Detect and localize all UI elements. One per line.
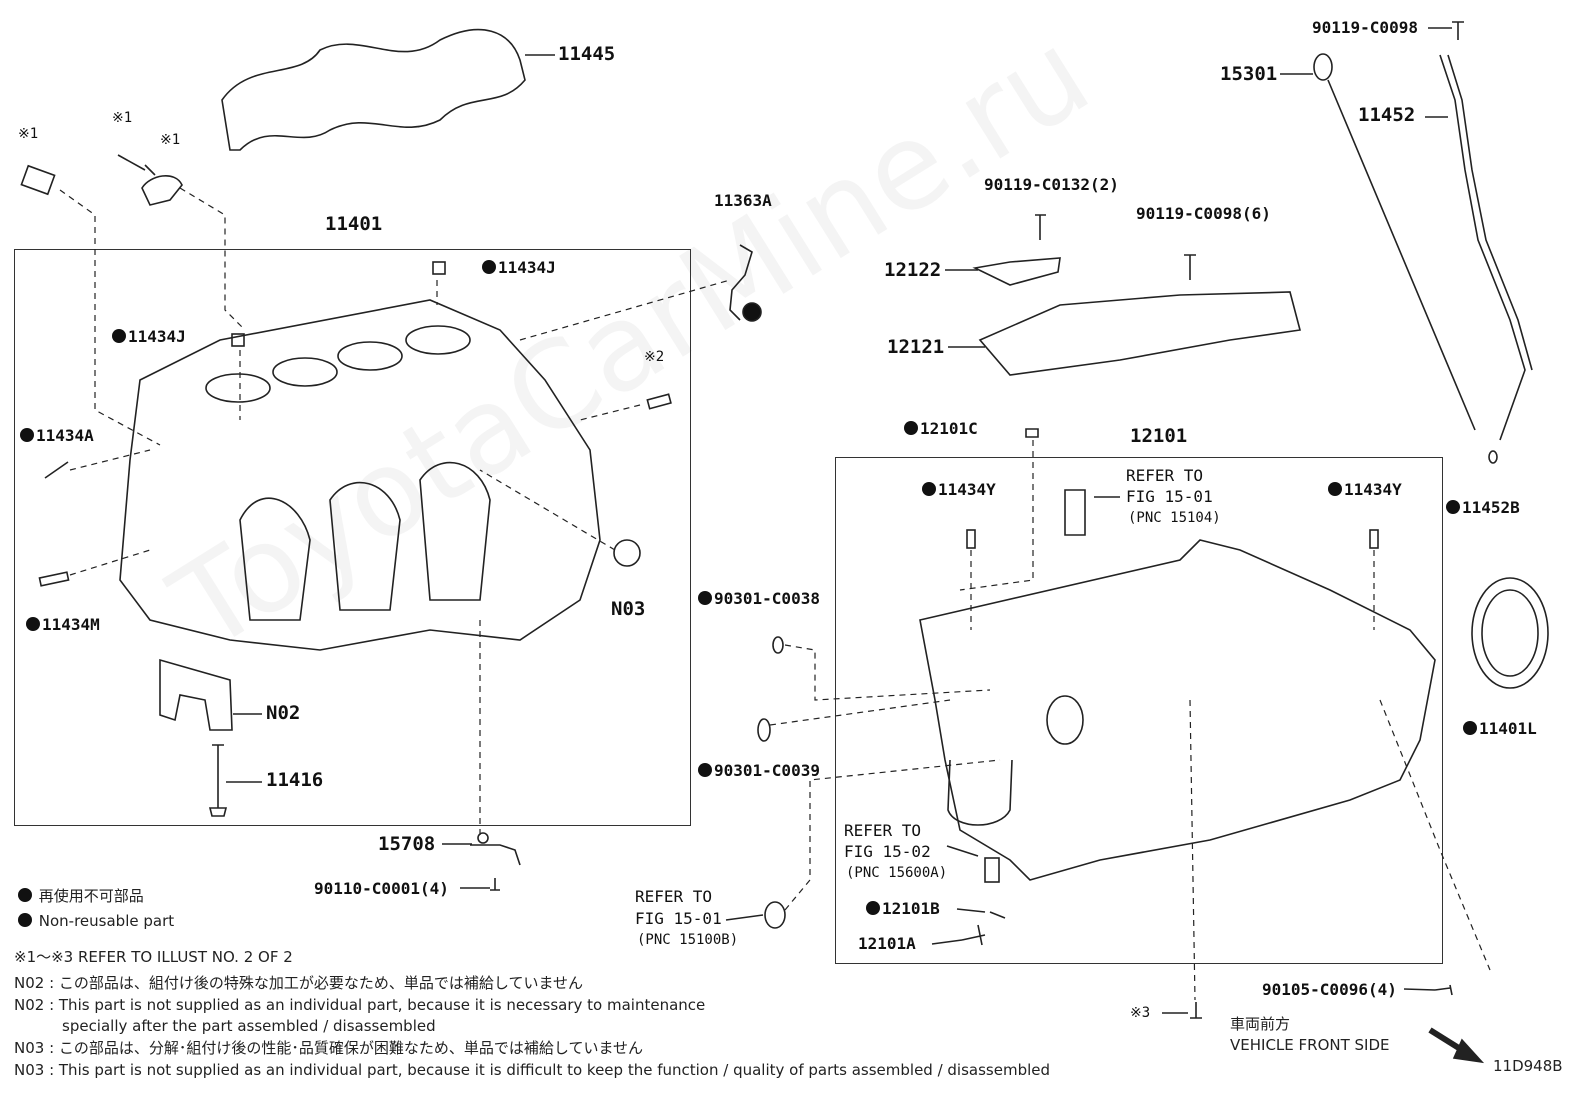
note-refer-illust: ※1～※3 REFER TO ILLUST NO. 2 OF 2	[14, 948, 293, 966]
label-15301: 15301	[1220, 63, 1278, 85]
label-n03: N03	[611, 598, 646, 620]
sensor-clip-drawing	[729, 244, 753, 321]
bracket-12122-drawing	[972, 257, 1061, 286]
oil-level-gauge-drawing	[1327, 79, 1476, 431]
nonreusable-dot-icon	[20, 428, 34, 442]
nonreusable-dot-icon	[866, 901, 880, 915]
label-90119-c0098-6: 90119-C0098(6)	[1136, 204, 1271, 223]
refer-to-15600a-line1: REFER TO	[844, 821, 922, 840]
legend-nonreusable-jp: 再使用不可部品	[18, 888, 144, 904]
refer-to-15600a-line2: FIG 15-02	[844, 842, 931, 861]
oil-pan-frame	[835, 457, 1443, 964]
block-insulator-drawing	[221, 28, 526, 151]
label-12101b: 12101B	[866, 901, 940, 917]
label-12101a: 12101A	[858, 934, 916, 953]
bolt-11416-drawing	[208, 744, 228, 817]
nonreusable-dot-icon	[904, 421, 918, 435]
label-12122: 12122	[884, 259, 942, 281]
label-11401l: 11401L	[1463, 721, 1537, 737]
nonreusable-dot-icon	[922, 482, 936, 496]
marker-1b: ※1	[112, 110, 133, 126]
label-12101c: 12101C	[904, 421, 978, 437]
baffle-plate-drawing	[978, 291, 1302, 376]
label-12101: 12101	[1130, 425, 1188, 447]
plug-n03-drawing	[613, 539, 641, 567]
label-11452: 11452	[1358, 104, 1416, 126]
oil-jet-pipe-drawing	[470, 844, 521, 866]
nonreusable-dot-icon	[1328, 482, 1342, 496]
refer-to-15100b-line2: FIG 15-01	[635, 909, 722, 928]
refer-to-15100b-line3: (PNC 15100B)	[637, 932, 739, 948]
marker-3: ※3	[1130, 1005, 1151, 1021]
label-15708: 15708	[378, 833, 436, 855]
gauge-guide-drawing	[1439, 54, 1526, 441]
label-11452b: 11452B	[1446, 500, 1520, 516]
nonreusable-dot-icon	[18, 888, 32, 902]
marker-1c: ※1	[160, 132, 181, 148]
label-11434y-right: 11434Y	[1328, 482, 1402, 498]
nonreusable-dot-icon	[26, 617, 40, 631]
label-11434j-top: 11434J	[482, 260, 556, 276]
oil-pan-drawing	[919, 539, 1436, 881]
refer-to-15104-line3: (PNC 15104)	[1128, 510, 1221, 526]
vehicle-front-en: VEHICLE FRONT SIDE	[1230, 1036, 1390, 1054]
label-11401: 11401	[325, 213, 383, 235]
refer-to-15104-line1: REFER TO	[1126, 466, 1204, 485]
diagram-id: 11D948B	[1493, 1057, 1563, 1075]
label-n02: N02	[266, 702, 301, 724]
note-n03-en: N03 : This part is not supplied as an in…	[14, 1061, 1051, 1079]
label-11434y-left: 11434Y	[922, 482, 996, 498]
nonreusable-dot-icon	[1463, 721, 1477, 735]
refer-to-15600a-line3: (PNC 15600A)	[846, 865, 948, 881]
legend-nonreusable-en: Non-reusable part	[18, 913, 174, 929]
label-11434a: 11434A	[20, 428, 94, 444]
label-11434m: 11434M	[26, 617, 100, 633]
label-90105: 90105-C0096(4)	[1262, 980, 1397, 999]
label-12121: 12121	[887, 336, 945, 358]
marker-2: ※2	[644, 349, 665, 365]
label-90301-c0039: 90301-C0039	[698, 763, 820, 779]
refer-to-15100b-line1: REFER TO	[635, 887, 713, 906]
nonreusable-dot-icon	[698, 591, 712, 605]
label-11434j-left: 11434J	[112, 329, 186, 345]
label-90119-c0132: 90119-C0132(2)	[984, 175, 1119, 194]
note-n02-en-1: N02 : This part is not supplied as an in…	[14, 996, 706, 1014]
label-11445: 11445	[558, 43, 616, 65]
nonreusable-dot-icon	[1446, 500, 1460, 514]
nonreusable-dot-icon	[482, 260, 496, 274]
note-n02-en-2: specially after the part assembled / dis…	[62, 1017, 436, 1035]
label-90110: 90110-C0001(4)	[314, 879, 449, 898]
label-11416: 11416	[266, 769, 324, 791]
bearing-cap-drawing	[159, 658, 233, 731]
note-n03-jp: N03 : この部品は、分解･組付け後の性能･品質確保が困難なため、単品では補給…	[14, 1039, 644, 1057]
refer-to-15104-line2: FIG 15-01	[1126, 487, 1213, 506]
vehicle-front-jp: 車両前方	[1230, 1015, 1291, 1033]
nonreusable-dot-icon	[18, 913, 32, 927]
cylinder-block-drawing	[119, 299, 601, 651]
nonreusable-dot-icon	[698, 763, 712, 777]
label-11363a: 11363A	[714, 191, 772, 210]
oil-seal-drawing	[1471, 577, 1549, 689]
cylinder-block-frame	[14, 249, 691, 826]
nonreusable-dot-icon	[112, 329, 126, 343]
label-90301-c0038: 90301-C0038	[698, 591, 820, 607]
marker-1a: ※1	[18, 126, 39, 142]
label-90119-c0098-top: 90119-C0098	[1312, 18, 1418, 37]
note-n02-jp: N02 : この部品は、組付け後の特殊な加工が必要なため、単品では補給していませ…	[14, 974, 584, 992]
